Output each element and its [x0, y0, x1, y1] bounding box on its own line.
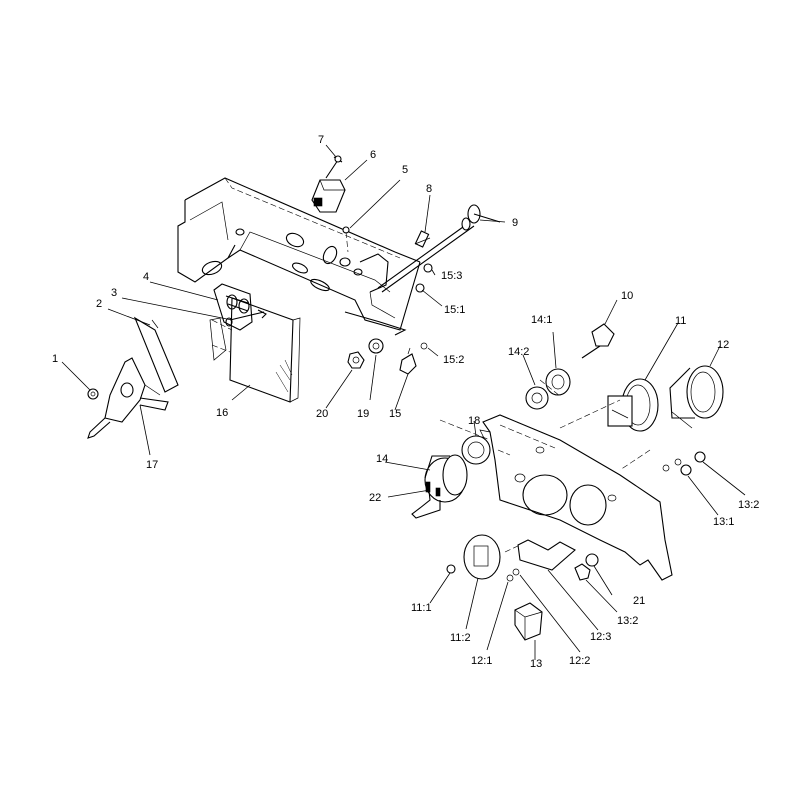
part-17-lever-bracket	[87, 357, 169, 439]
part-7-screw	[325, 155, 343, 179]
label-3: 3	[111, 287, 117, 299]
label-14-1: 14:1	[531, 314, 552, 326]
leader-lines	[61, 144, 746, 660]
part-16-lower-panel	[209, 297, 301, 403]
label-21: 21	[633, 595, 645, 607]
part-21-nut	[574, 553, 599, 581]
label-13: 13	[530, 658, 542, 670]
label-18: 18	[468, 415, 480, 427]
part-20-nut	[347, 351, 365, 369]
label-12-1: 12:1	[471, 655, 492, 667]
label-13-1: 13:1	[713, 516, 734, 528]
label-15-3: 15:3	[441, 270, 462, 282]
part-14-1-14-2-rings	[525, 368, 571, 410]
part-13-block	[514, 602, 543, 641]
label-16: 16	[216, 407, 228, 419]
label-12-3: 12:3	[590, 631, 611, 643]
part-5-washer	[342, 226, 350, 253]
label-15-2: 15:2	[443, 354, 464, 366]
label-9: 9	[512, 217, 518, 229]
label-11: 11	[675, 315, 686, 327]
part-12-gauge	[669, 365, 724, 429]
label-20: 20	[316, 408, 328, 420]
gauge-panel-plate	[479, 414, 673, 581]
part-1-nut	[87, 388, 99, 400]
label-10: 10	[621, 290, 633, 302]
label-2: 2	[96, 298, 102, 310]
part-11-bezel	[446, 534, 501, 580]
part-9-choke-cable	[377, 204, 501, 293]
part-15-knob-assembly	[399, 263, 433, 375]
part-8-fitting	[414, 230, 431, 248]
part-3-4-hinge-bracket	[213, 283, 267, 331]
label-14: 14	[376, 453, 388, 465]
dash-panel-housing	[177, 177, 421, 336]
part-19-washer	[368, 338, 384, 354]
part-13-nut-washer	[662, 451, 706, 476]
label-13-2-bottom: 13:2	[617, 615, 638, 627]
part-22-wire-harness	[411, 481, 441, 519]
label-13-2-right: 13:2	[738, 499, 759, 511]
part-labels: 7 6 5 8 9 4 3 2 1 16 17 15:3 15:1 15:2 2…	[52, 134, 759, 670]
label-5: 5	[402, 164, 408, 176]
part-14-hour-meter	[424, 454, 468, 503]
label-11-2: 11:2	[450, 632, 471, 644]
label-22: 22	[369, 492, 381, 504]
label-15-1: 15:1	[444, 304, 465, 316]
label-6: 6	[370, 149, 376, 161]
label-12: 12	[717, 339, 729, 351]
part-11-gauge	[607, 378, 659, 432]
label-12-2: 12:2	[569, 655, 590, 667]
part-18-ring	[461, 435, 491, 465]
label-4: 4	[143, 271, 149, 283]
label-1: 1	[52, 353, 58, 365]
label-8: 8	[426, 183, 432, 195]
part-2-plate	[133, 316, 179, 393]
label-14-2: 14:2	[508, 346, 529, 358]
label-11-1: 11:1	[411, 602, 432, 614]
part-6-switch	[311, 179, 346, 213]
assembly-guide-lines	[439, 379, 651, 553]
label-17: 17	[146, 459, 158, 471]
part-12-clips	[506, 568, 520, 582]
label-19: 19	[357, 408, 369, 420]
label-15: 15	[389, 408, 401, 420]
part-10-key	[581, 323, 615, 359]
label-7: 7	[318, 134, 324, 146]
